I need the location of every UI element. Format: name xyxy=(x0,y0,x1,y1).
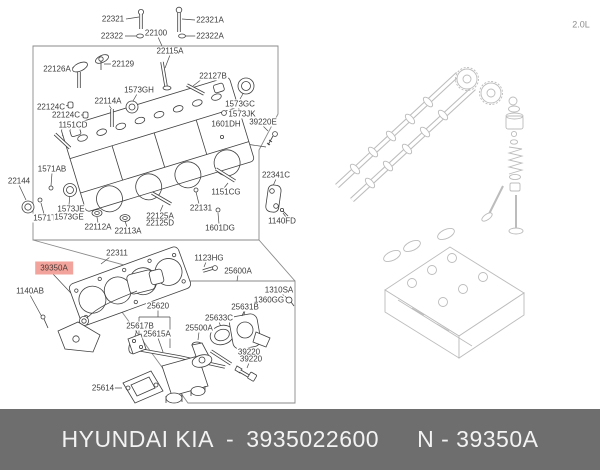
part-label[interactable]: 1151CG xyxy=(210,187,242,197)
part-label[interactable]: 1573GH xyxy=(123,85,155,95)
cylinder-head-drawing xyxy=(21,54,289,222)
part-label[interactable]: 39220E xyxy=(248,117,278,127)
part-label[interactable]: 22321A xyxy=(195,15,225,25)
part-label[interactable]: 1571AB xyxy=(36,164,68,174)
part-label[interactable]: 22311 xyxy=(105,248,129,258)
part-label[interactable]: 22322 xyxy=(99,31,125,41)
part-label[interactable]: 25617B xyxy=(125,321,155,331)
part-label[interactable]: 25620 xyxy=(145,301,171,311)
footer-bar: HYUNDAI KIA - 3935022600 N - 39350A xyxy=(0,409,600,470)
part-label[interactable]: 22114A xyxy=(93,96,123,106)
part-label[interactable]: 25500A xyxy=(184,323,214,333)
part-label[interactable]: 39220 xyxy=(236,347,262,357)
part-label[interactable]: 22129 xyxy=(110,59,136,69)
part-label[interactable]: 22124C xyxy=(35,102,67,112)
part-label[interactable]: 22100 xyxy=(143,28,169,38)
part-label[interactable]: 22126A xyxy=(42,64,72,74)
part-label[interactable]: 22124C xyxy=(50,110,82,120)
part-label[interactable]: 25633C xyxy=(203,313,235,323)
part-label[interactable]: 39220 xyxy=(238,354,264,364)
valve-train-reference-drawing xyxy=(383,96,524,263)
camshaft-position-sensor-drawing xyxy=(40,268,165,353)
part-label[interactable]: 25600A xyxy=(223,266,253,276)
part-label[interactable]: 22341C xyxy=(260,170,292,180)
part-label[interactable]: 1573GE xyxy=(53,212,85,222)
footer-brand: HYUNDAI KIA xyxy=(61,426,215,452)
part-label-highlighted[interactable]: 39350A xyxy=(35,261,73,275)
part-label[interactable]: 1601DH xyxy=(210,119,242,129)
part-label[interactable]: 1123HG xyxy=(193,253,225,263)
part-label[interactable]: 1140AB xyxy=(15,286,45,296)
part-label[interactable]: 25614 xyxy=(90,383,116,393)
part-label[interactable]: 1151CD xyxy=(57,120,89,130)
part-label[interactable]: 22131 xyxy=(188,203,214,213)
part-label[interactable]: 1140FD xyxy=(267,216,297,226)
part-label: 2.0L xyxy=(572,19,590,30)
part-label[interactable]: 1573GC xyxy=(224,99,256,109)
part-label[interactable]: 25631B xyxy=(230,302,260,312)
camshaft-reference-drawing xyxy=(335,67,503,203)
part-label[interactable]: 1310SA xyxy=(263,285,295,295)
head-bolt-icons xyxy=(136,6,186,39)
part-label[interactable]: 22321 xyxy=(100,14,126,24)
part-label[interactable]: 22125A xyxy=(145,211,175,221)
thermostat-assembly-drawing xyxy=(122,265,295,404)
footer-part-number: 3935022600 xyxy=(246,426,380,452)
footer-ref-number: N - 39350A xyxy=(417,426,539,452)
part-label[interactable]: 25615A xyxy=(142,329,172,339)
part-label[interactable]: 1571TA xyxy=(32,213,62,223)
part-label[interactable]: 1573JK xyxy=(227,109,257,119)
part-label[interactable]: 22322A xyxy=(195,31,225,41)
part-label[interactable]: 22127B xyxy=(198,71,228,81)
part-label[interactable]: 22115A xyxy=(155,46,185,56)
part-label[interactable]: 1601DG xyxy=(204,223,236,233)
part-label[interactable]: 22144 xyxy=(6,176,32,186)
footer-dash: - xyxy=(226,426,235,452)
cylinder-head-reference-drawing xyxy=(384,246,525,359)
part-label[interactable]: 1360GG xyxy=(252,295,286,305)
part-label[interactable]: 22125D xyxy=(144,218,176,228)
part-label[interactable]: 1573JE xyxy=(56,204,86,214)
part-label[interactable]: 22113A xyxy=(113,226,143,236)
part-label[interactable]: 22112A xyxy=(83,222,113,232)
